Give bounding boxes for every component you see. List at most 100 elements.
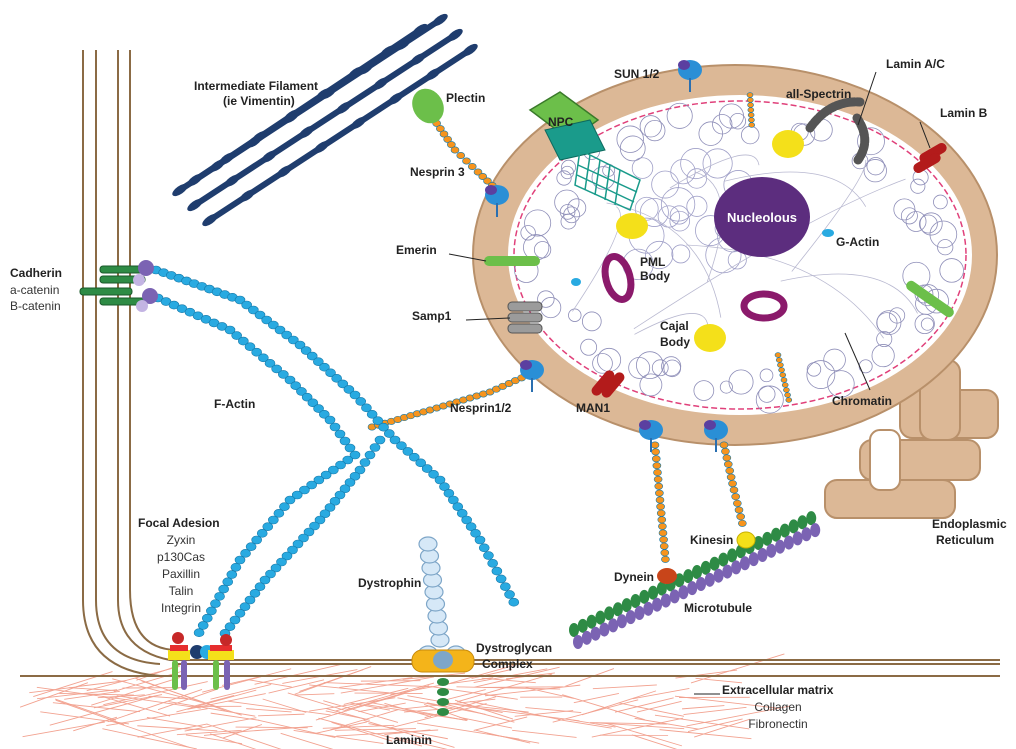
nesprin-segment bbox=[457, 152, 465, 158]
nesprin-segment bbox=[654, 469, 662, 475]
tubulin-dimer bbox=[604, 606, 614, 620]
sun-protein-icon bbox=[678, 60, 690, 70]
nesprin-segment bbox=[749, 123, 755, 128]
collagen-fiber bbox=[660, 730, 752, 739]
g-actin-icon bbox=[822, 229, 834, 237]
collagen-fiber bbox=[407, 696, 502, 713]
nesprin-segment bbox=[726, 468, 734, 474]
ecm-label: Extracellular matrix bbox=[722, 683, 834, 697]
tubulin-dimer bbox=[599, 623, 609, 637]
dystroglycan-label: Dystroglycan bbox=[476, 641, 552, 655]
kinesin-label: Kinesin bbox=[690, 533, 733, 547]
nesprin-segment bbox=[658, 523, 666, 529]
tubulin-dimer bbox=[749, 552, 759, 566]
nesprin-segment bbox=[786, 398, 792, 403]
actin-monomer bbox=[223, 578, 233, 586]
focal-adhesion-label: Focal Adesion bbox=[138, 516, 220, 530]
collagen-fiber bbox=[316, 722, 366, 733]
nesprin-segment bbox=[727, 474, 735, 480]
fibronectin-label: Fibronectin bbox=[748, 717, 807, 731]
tubulin-dimer bbox=[740, 556, 750, 570]
tubulin-dimer bbox=[710, 557, 720, 571]
tubulin-dimer bbox=[613, 602, 623, 616]
laminin-label: Laminin bbox=[386, 733, 432, 747]
actin-monomer bbox=[475, 536, 485, 544]
collagen-fiber bbox=[574, 693, 619, 702]
actin-monomer bbox=[227, 571, 237, 579]
nesprin-segment bbox=[720, 442, 728, 448]
tubulin-dimer bbox=[705, 573, 715, 587]
collagen-fiber bbox=[632, 735, 696, 749]
dystrophin-label: Dystrophin bbox=[358, 576, 421, 590]
cajal-body bbox=[694, 324, 726, 352]
actin-monomer bbox=[231, 563, 241, 571]
nesprin-segment bbox=[775, 353, 781, 358]
tubulin-dimer bbox=[635, 606, 645, 620]
collagen-fiber bbox=[637, 701, 682, 712]
nesprin-segment bbox=[451, 147, 459, 153]
tubulin-dimer bbox=[758, 548, 768, 562]
collagen-fiber bbox=[186, 735, 242, 744]
tubulin-dimer bbox=[683, 569, 693, 583]
chromatin-label: Chromatin bbox=[832, 394, 892, 408]
nesprin-segment bbox=[721, 448, 729, 454]
nesprin-segment bbox=[780, 373, 786, 378]
nesprin-segment bbox=[655, 490, 663, 496]
tubulin-dimer bbox=[766, 544, 776, 558]
dystrophin-segment bbox=[419, 537, 437, 551]
collagen-fiber bbox=[281, 733, 370, 749]
npc-label: NPC bbox=[548, 115, 574, 129]
tubulin-dimer bbox=[714, 569, 724, 583]
tubulin-dimer bbox=[722, 565, 732, 579]
a-catenin-label: a-catenin bbox=[10, 283, 59, 297]
actin-monomer bbox=[235, 556, 245, 564]
nesprin-segment bbox=[468, 163, 476, 169]
cadherin-label: Cadherin bbox=[10, 266, 62, 280]
sun-protein-icon bbox=[704, 420, 716, 430]
actin-monomer bbox=[375, 436, 385, 444]
collagen-fiber bbox=[593, 685, 657, 689]
actin-monomer bbox=[210, 600, 220, 608]
tubulin-dimer bbox=[797, 515, 807, 529]
collagen-fiber bbox=[384, 703, 431, 716]
nesprin-segment bbox=[660, 536, 668, 542]
lamin-ac-label: Lamin A/C bbox=[886, 57, 945, 71]
nesprin-segment bbox=[652, 449, 660, 455]
sun-protein-icon bbox=[639, 420, 651, 430]
actin-monomer bbox=[345, 444, 355, 452]
nesprin-segment bbox=[779, 368, 785, 373]
tubulin-dimer bbox=[801, 527, 811, 541]
nesprin-segment bbox=[782, 383, 788, 388]
zyxin-label: Zyxin bbox=[167, 533, 196, 547]
tubulin-dimer bbox=[806, 511, 816, 525]
nesprin-segment bbox=[661, 550, 669, 556]
nesprin-segment bbox=[735, 507, 743, 513]
tubulin-dimer bbox=[762, 532, 772, 546]
nesprin-segment bbox=[783, 388, 789, 393]
collagen-fiber bbox=[558, 720, 611, 729]
actin-monomer bbox=[360, 459, 370, 467]
er-label: Endoplasmic bbox=[932, 517, 1007, 531]
tubulin-dimer bbox=[771, 528, 781, 542]
tubulin-dimer bbox=[692, 565, 702, 579]
nesprin-segment bbox=[657, 503, 665, 509]
nesprin-segment bbox=[657, 510, 665, 516]
tubulin-dimer bbox=[652, 598, 662, 612]
tubulin-dimer bbox=[626, 610, 636, 624]
kinesin-motor bbox=[737, 532, 755, 548]
collagen-fiber bbox=[211, 684, 272, 699]
nesprin-segment bbox=[747, 98, 753, 103]
microtubule-label: Microtubule bbox=[684, 601, 752, 615]
sun-protein-icon bbox=[485, 185, 497, 195]
collagen-fiber bbox=[228, 701, 330, 715]
nesprin-segment bbox=[737, 513, 745, 519]
actin-monomer bbox=[479, 544, 489, 552]
nesprin-segment bbox=[781, 378, 787, 383]
cajal-label: Cajal bbox=[660, 319, 689, 333]
tubulin-dimer bbox=[775, 540, 785, 554]
p130cas-label: p130Cas bbox=[157, 550, 205, 564]
nesprin-segment bbox=[652, 456, 660, 462]
nesprin-segment bbox=[651, 442, 659, 448]
tubulin-dimer bbox=[582, 631, 592, 645]
